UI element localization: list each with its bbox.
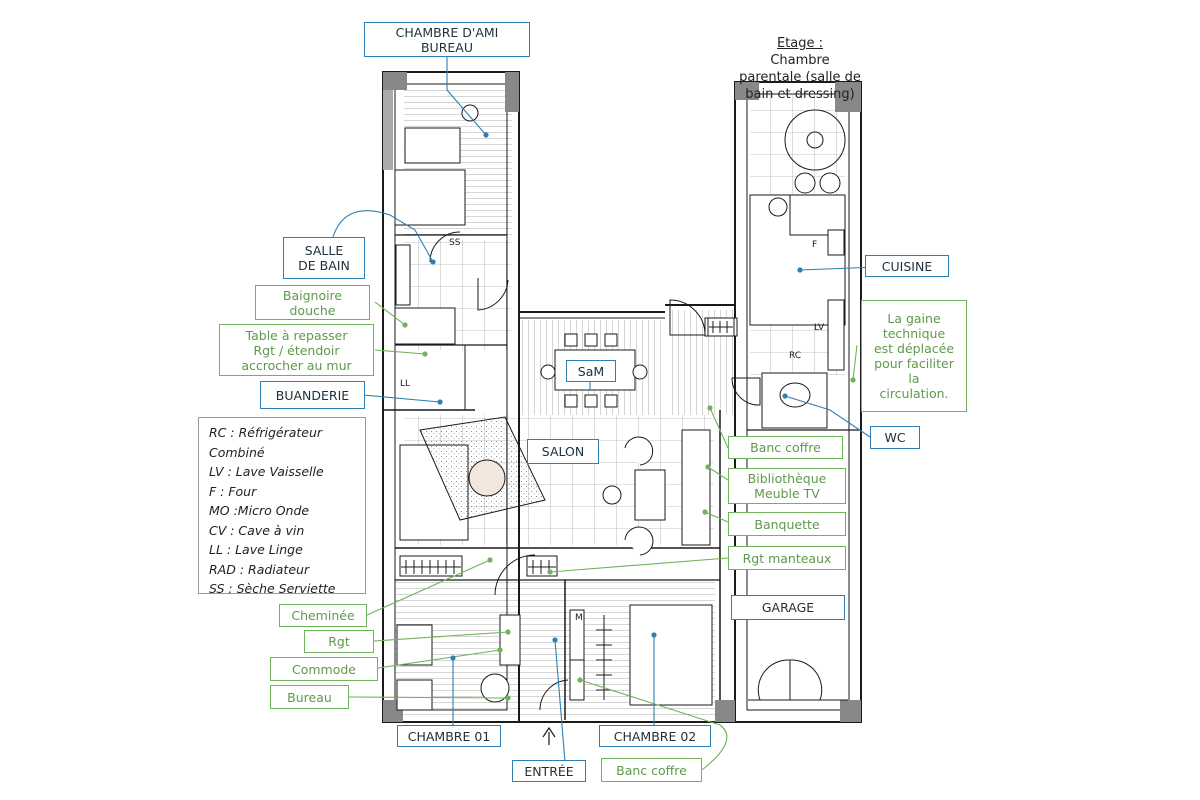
legend-item: SS : Sèche Serviette (209, 581, 336, 596)
label-entree: ENTRÉE (512, 760, 586, 782)
label-wc: WC (870, 426, 920, 449)
label-banc-coffre-salon: Banc coffre (728, 436, 843, 459)
legend-item: F : Four (209, 483, 257, 499)
label-banquette: Banquette (728, 512, 846, 536)
label-sam: SaM (566, 360, 616, 382)
leader-dots (430, 132, 803, 661)
abbreviation-legend: RC : Réfrigérateur Combiné LV : Lave Vai… (198, 417, 366, 596)
storage-hatch (399, 317, 735, 700)
mark-lv: LV (814, 323, 825, 333)
entrance-arrow (542, 726, 556, 745)
mark-ll: LL (400, 379, 410, 389)
furniture (394, 104, 846, 711)
label-salon: SALON (527, 439, 599, 464)
legend-item: LL : Lave Linge (209, 542, 303, 557)
legend-item: LV : Lave Vaisselle (209, 464, 324, 479)
leader-dots-green (402, 322, 856, 701)
label-commode: Commode (270, 657, 378, 681)
label-chambre-01: CHAMBRE 01 (397, 725, 501, 747)
legend-item: RAD : Radiateur (209, 561, 310, 577)
label-banc-coffre-entree: Banc coffre (601, 758, 702, 782)
label-buanderie: BUANDERIE (260, 381, 365, 409)
label-cheminee: Cheminée (279, 604, 367, 627)
label-baignoire-douche: Baignoire douche (255, 285, 370, 320)
label-cuisine: CUISINE (865, 255, 949, 277)
legend-item: CV : Cave à vin (209, 522, 305, 538)
mark-m: M (575, 613, 583, 623)
legend-item: RC : Réfrigérateur (209, 425, 323, 440)
mark-rc: RC (789, 351, 801, 361)
mark-ss: SS (449, 238, 461, 248)
legend-item: Combiné (209, 444, 265, 460)
label-rgt: Rgt (304, 630, 374, 653)
label-rgt-manteaux: Rgt manteaux (728, 546, 846, 570)
plan-marks: SS LL LV RC F M (400, 238, 825, 623)
label-chambre-02: CHAMBRE 02 (599, 725, 711, 747)
label-garage: GARAGE (731, 595, 845, 620)
label-bibliotheque: Bibliothèque Meuble TV (728, 468, 846, 504)
upper-floor-prefix: Etage : (776, 36, 824, 51)
legend-item: MO :Micro Onde (209, 503, 310, 518)
upper-floor-note: Etage : Chambre parentale (salle de bain… (730, 18, 870, 102)
label-salle-de-bain: SALLE DE BAIN (283, 237, 365, 279)
label-bureau: Bureau (270, 685, 349, 709)
label-table-repasser: Table à repasser Rgt / étendoir accroche… (219, 324, 374, 376)
label-chambre-ami-bureau: CHAMBRE D'AMI BUREAU (364, 22, 530, 57)
label-gaine-technique: La gaine technique est déplacée pour fac… (861, 300, 967, 412)
upper-floor-text: Chambre parentale (salle de bain et dres… (739, 53, 861, 102)
mark-f: F (812, 240, 817, 250)
